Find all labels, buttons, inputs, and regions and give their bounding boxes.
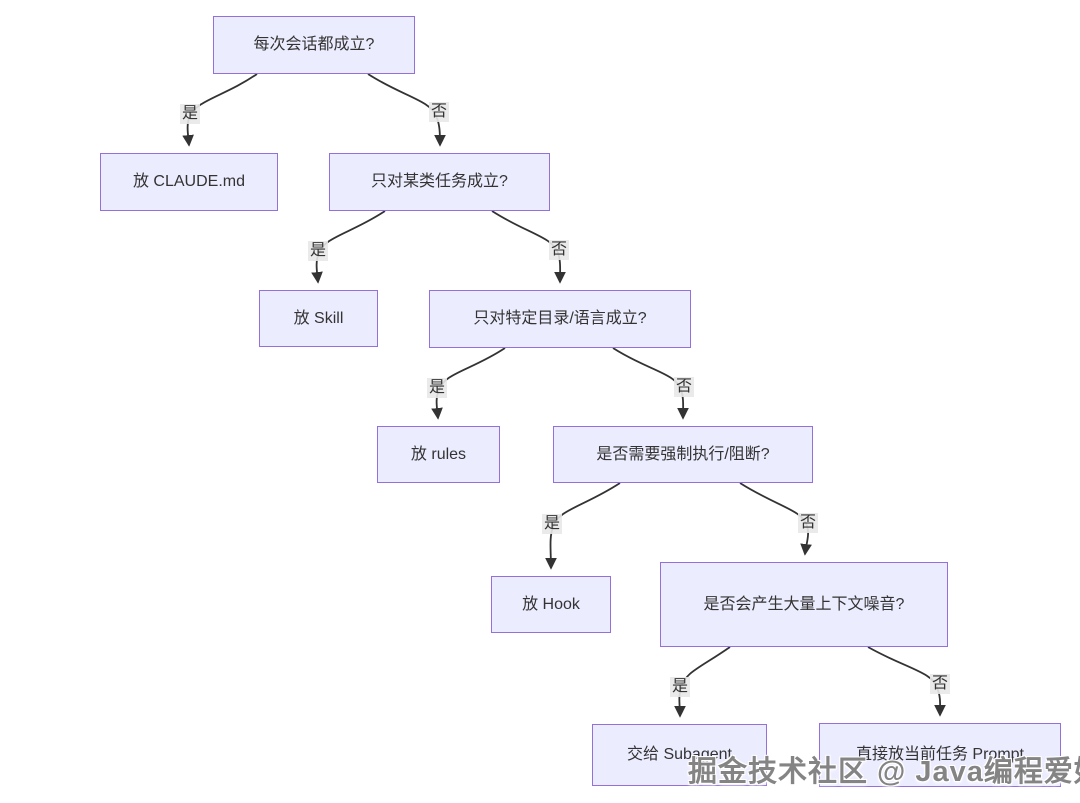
node-put-current-task-prompt: 直接放当前任务 Prompt [819,723,1061,787]
edge-label-yes-1: 是 [179,104,201,124]
edge-label-no-4: 否 [797,513,819,533]
node-put-hook: 放 Hook [491,576,611,633]
edge-label-yes-4: 是 [541,514,563,534]
node-enforce-block-question: 是否需要强制执行/阻断? [553,426,813,483]
node-every-session-question: 每次会话都成立? [213,16,415,74]
node-certain-task-question: 只对某类任务成立? [329,153,550,211]
edge-label-no-5: 否 [929,674,951,694]
node-specific-dir-lang-question: 只对特定目录/语言成立? [429,290,691,348]
edge-label-yes-3: 是 [426,378,448,398]
edge-label-no-1: 否 [428,102,450,122]
edge-label-yes-5: 是 [669,677,691,697]
node-put-rules: 放 rules [377,426,500,483]
edge-label-yes-2: 是 [307,241,329,261]
node-put-skill: 放 Skill [259,290,378,347]
edge-label-no-3: 否 [673,377,695,397]
node-context-noise-question: 是否会产生大量上下文噪音? [660,562,948,647]
node-put-claude-md: 放 CLAUDE.md [100,153,278,211]
edge-E-G [612,347,689,420]
node-give-subagent: 交给 Subagent [592,724,767,786]
edge-label-no-2: 否 [548,240,570,260]
